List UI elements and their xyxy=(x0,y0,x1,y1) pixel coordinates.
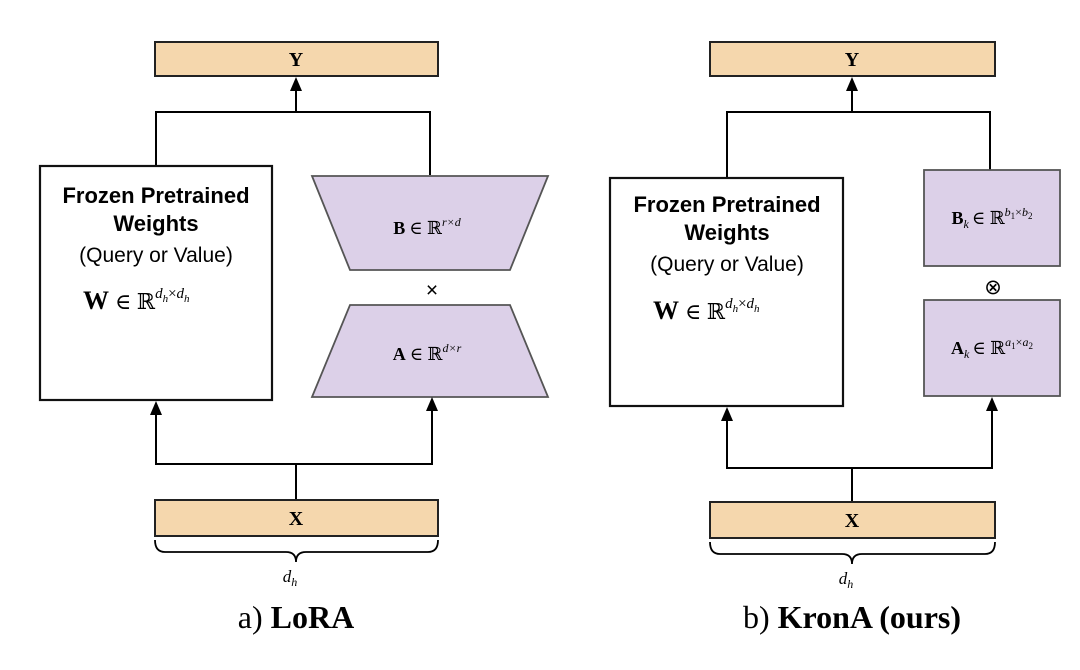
lora-input-label: X xyxy=(289,508,304,530)
lora-dimension-label: dh xyxy=(283,567,298,589)
lora-frozen-title-1: Frozen Pretrained xyxy=(62,183,249,208)
lora-frozen-title-2: Weights xyxy=(113,211,198,236)
krona-output-box xyxy=(709,41,996,77)
lora-a-matrix xyxy=(310,304,550,398)
krona-dimension-brace xyxy=(709,541,996,565)
arrowhead-icon xyxy=(290,77,302,91)
krona-kronecker-operator: ⊗ xyxy=(984,276,1002,299)
lora-output-box xyxy=(154,41,439,77)
panel-krona: Y Frozen Pretrained Weights (Query or Va… xyxy=(608,41,1061,635)
lora-frozen-formula: W∈ ℝdh×dh xyxy=(83,286,190,315)
arrowhead-icon xyxy=(986,397,998,411)
krona-ak-formula: Ak∈ ℝa1×a2 xyxy=(951,335,1033,361)
arrowhead-icon xyxy=(846,77,858,91)
lora-input-box xyxy=(154,499,439,537)
panel-lora: Y Frozen Pretrained Weights (Query or Va… xyxy=(38,41,550,635)
krona-frozen-weights-box xyxy=(608,176,845,408)
krona-frozen-title-1: Frozen Pretrained xyxy=(633,192,820,217)
lora-caption: a) LoRA xyxy=(238,599,354,635)
krona-frozen-title-2: Weights xyxy=(684,220,769,245)
lora-frozen-subtitle: (Query or Value) xyxy=(79,244,233,267)
lora-output-label: Y xyxy=(289,49,304,71)
krona-frozen-subtitle: (Query or Value) xyxy=(650,253,804,276)
lora-a-formula: A∈ ℝd×r xyxy=(393,341,462,364)
lora-input-wire xyxy=(155,408,433,465)
krona-ak-matrix xyxy=(923,299,1061,397)
krona-output-label: Y xyxy=(845,49,860,71)
krona-bk-matrix xyxy=(923,169,1061,267)
lora-dimension-brace xyxy=(154,539,439,563)
lora-output-wire xyxy=(155,111,431,175)
krona-bk-formula: Bk∈ ℝb1×b2 xyxy=(952,205,1033,231)
lora-b-formula: B∈ ℝr×d xyxy=(393,215,462,238)
krona-dimension-label: dh xyxy=(839,569,854,591)
krona-input-label: X xyxy=(845,510,860,532)
lora-multiply-operator: × xyxy=(426,279,438,302)
arrowhead-icon xyxy=(150,401,162,415)
krona-output-wire xyxy=(726,111,991,178)
lora-frozen-weights-box xyxy=(38,164,274,402)
krona-caption: b) KronA (ours) xyxy=(743,599,961,635)
arrowhead-icon xyxy=(721,407,733,421)
lora-b-matrix xyxy=(310,175,550,271)
krona-input-wire xyxy=(726,408,993,469)
arrowhead-icon xyxy=(426,397,438,411)
krona-frozen-formula: W∈ ℝdh×dh xyxy=(653,296,760,325)
krona-input-box xyxy=(709,501,996,539)
